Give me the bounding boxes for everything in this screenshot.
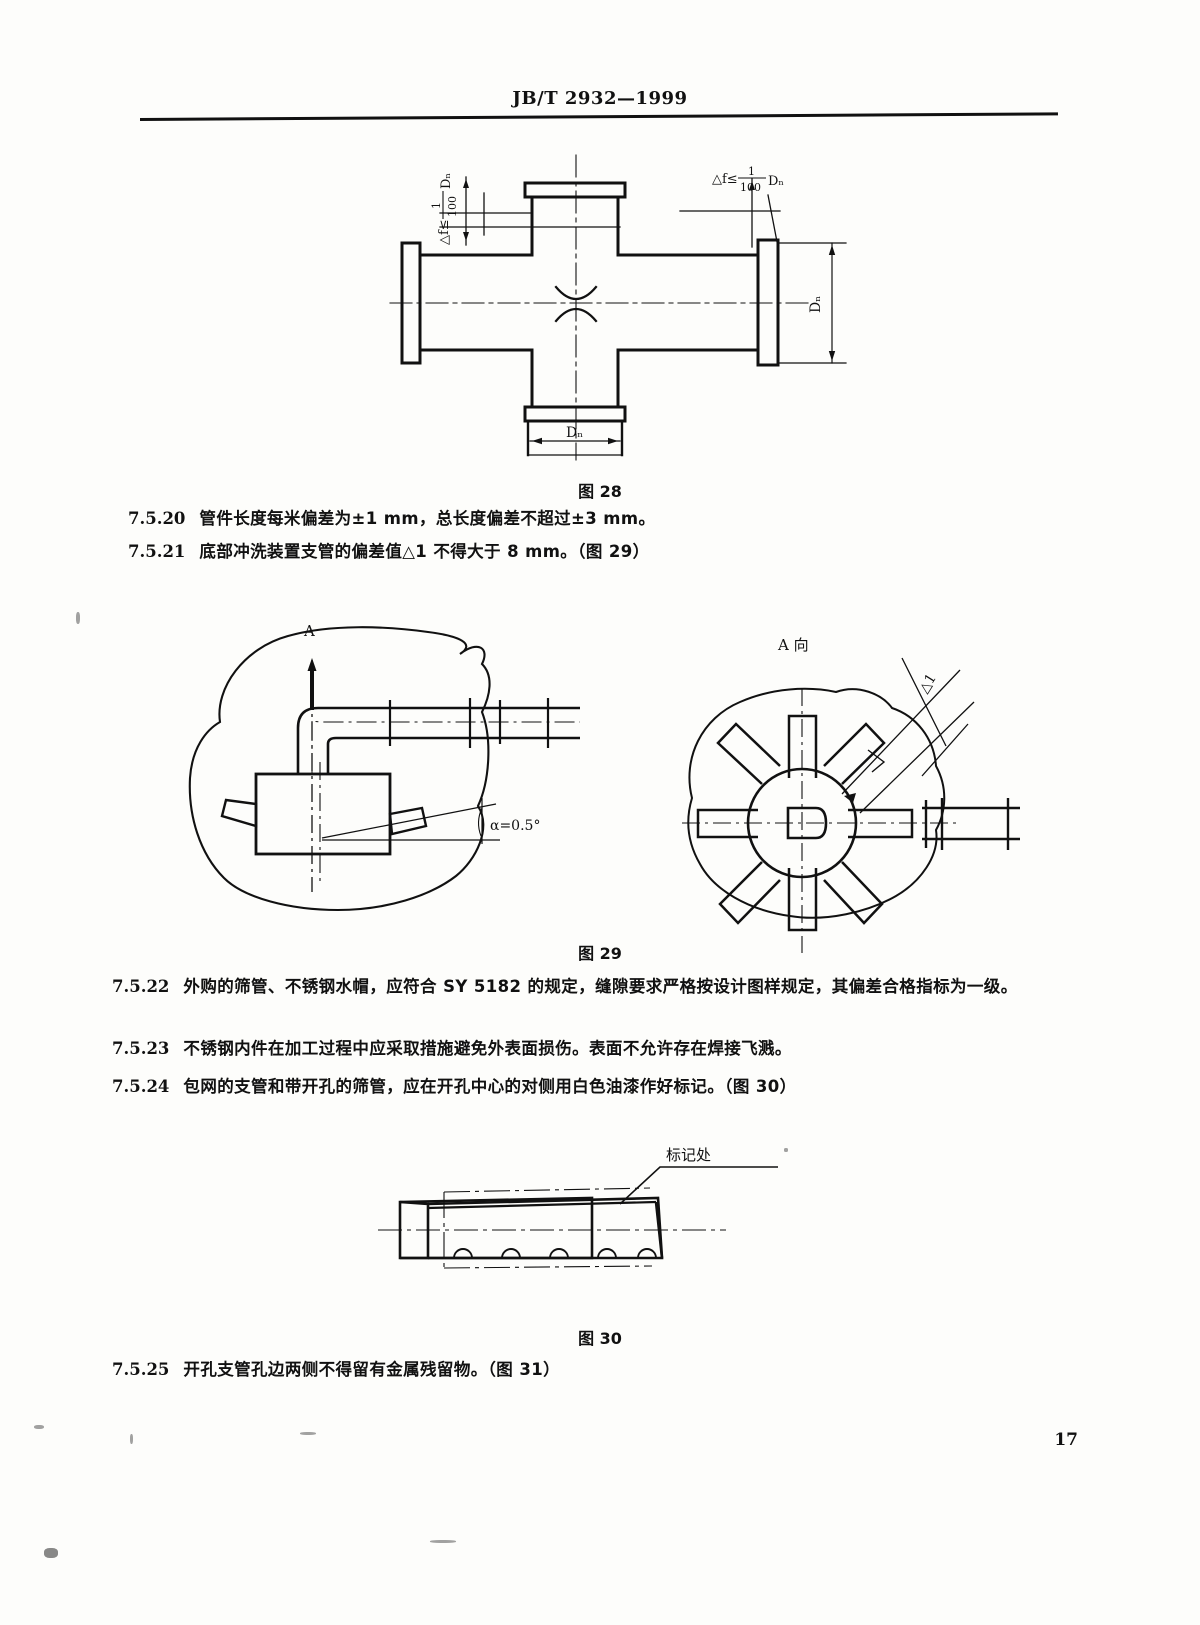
clause-7-5-22-number: 7.5.22	[112, 977, 170, 996]
clause-7-5-20: 7.5.20 管件长度每米偏差为±1 mm，总长度偏差不超过±3 mm。	[128, 505, 655, 529]
scan-speck	[130, 1434, 133, 1444]
figure-30: 标记处	[370, 1140, 790, 1320]
clause-7-5-24-number: 7.5.24	[112, 1077, 170, 1096]
scan-speck	[300, 1432, 316, 1435]
figure-28-dim-right-label: Dₙ	[808, 296, 824, 313]
figure-28-tolerance-right-symbol: △f≤	[712, 172, 738, 187]
clause-7-5-21: 7.5.21 底部冲洗装置支管的偏差值△1 不得大于 8 mm。（图 29）	[128, 538, 650, 562]
figure-30-callout-label: 标记处	[666, 1146, 711, 1164]
header-rule	[139, 112, 1058, 121]
figure-28-tolerance-right-dn: Dₙ	[768, 174, 784, 189]
figure-30-drawing: 标记处	[378, 1146, 778, 1269]
figure-29-view-title: A 向	[777, 636, 809, 654]
clause-7-5-25-text: 开孔支管孔边两侧不得留有金属残留物。（图 31）	[183, 1360, 560, 1379]
figure-29-caption: 图 29	[578, 944, 622, 963]
clause-7-5-22: 7.5.22 外购的筛管、不锈钢水帽，应符合 SY 5182 的规定，缝隙要求严格…	[112, 972, 1047, 1002]
clause-7-5-21-text: 底部冲洗装置支管的偏差值△1 不得大于 8 mm。（图 29）	[199, 542, 650, 561]
clause-7-5-23-text: 不锈钢内件在加工过程中应采取措施避免外表面损伤。表面不允许存在焊接飞溅。	[183, 1039, 792, 1058]
clause-7-5-20-text: 管件长度每米偏差为±1 mm，总长度偏差不超过±3 mm。	[199, 509, 656, 528]
clause-7-5-21-number: 7.5.21	[128, 542, 186, 561]
figure-28-tolerance-left-denominator: 100	[446, 196, 459, 217]
scan-speck	[784, 1148, 788, 1152]
figure-29-side-drawing: A α=0.5°	[188, 622, 580, 912]
scan-speck	[76, 612, 80, 624]
figure-29-section-arrow-label: A	[303, 622, 315, 640]
clause-7-5-25-number: 7.5.25	[112, 1360, 170, 1379]
clause-7-5-22-text: 外购的筛管、不锈钢水帽，应符合 SY 5182 的规定，缝隙要求严格按设计图样规…	[183, 977, 1018, 996]
scan-speck	[430, 1540, 456, 1543]
scan-speck	[34, 1425, 44, 1429]
clause-7-5-24-text: 包网的支管和带开孔的筛管，应在开孔中心的对侧用白色油漆作好标记。（图 30）	[183, 1077, 797, 1096]
page-header-title: JB/T 2932—1999	[512, 88, 688, 109]
figure-28-tolerance-left-dn: Dₙ	[439, 173, 454, 189]
scan-speck	[44, 1548, 58, 1558]
figure-28-drawing: △f≤ 1 100 Dₙ Dₙ Dₙ △f≤ 1 100 Dₙ	[389, 154, 847, 461]
clause-7-5-25: 7.5.25 开孔支管孔边两侧不得留有金属残留物。（图 31）	[112, 1356, 560, 1380]
figure-29-angle-label: α=0.5°	[490, 818, 540, 834]
figure-28-tolerance-left-numerator: 1	[430, 202, 443, 209]
figure-28-tolerance-right-numerator: 1	[748, 165, 755, 178]
figure-28: △f≤ 1 100 Dₙ Dₙ Dₙ △f≤ 1 100 Dₙ	[380, 135, 860, 465]
figure-29-view-a: A 向 △1	[630, 598, 1020, 953]
figure-28-dim-bottom-label: Dₙ	[566, 425, 583, 441]
clause-7-5-23-number: 7.5.23	[112, 1039, 170, 1058]
figure-29-view-a-drawing: A 向 △1	[682, 636, 1020, 953]
figure-28-tolerance-left-symbol: △f≤	[437, 219, 452, 245]
figure-30-caption: 图 30	[578, 1329, 622, 1348]
figure-28-tolerance-right-denominator: 100	[740, 181, 761, 194]
clause-7-5-24: 7.5.24 包网的支管和带开孔的筛管，应在开孔中心的对侧用白色油漆作好标记。（图…	[112, 1073, 797, 1097]
figure-29-side-view: A α=0.5°	[160, 592, 580, 952]
clause-7-5-23: 7.5.23 不锈钢内件在加工过程中应采取措施避免外表面损伤。表面不允许存在焊接飞…	[112, 1035, 792, 1059]
figure-28-caption: 图 28	[578, 482, 622, 501]
clause-7-5-20-number: 7.5.20	[128, 509, 186, 528]
page-number: 17	[1054, 1430, 1078, 1450]
